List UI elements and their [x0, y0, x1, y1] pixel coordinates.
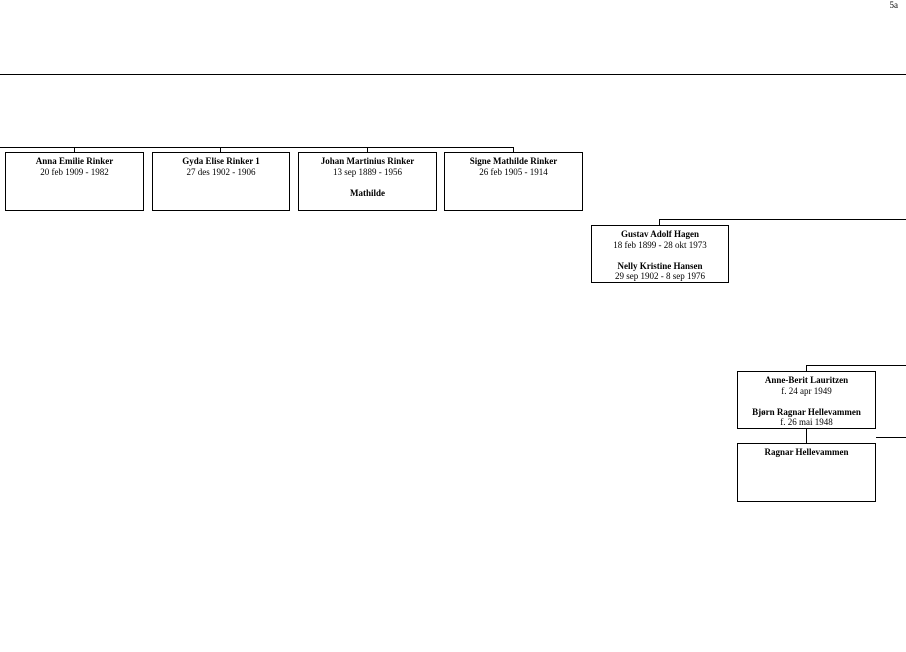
person-box-johan[interactable]: Johan Martinius Rinker 13 sep 1889 - 195…	[298, 152, 437, 211]
person-dates: 18 feb 1899 - 28 okt 1973	[613, 239, 707, 250]
anneberit-drop	[806, 365, 807, 371]
person-name: Ragnar Hellevammen	[764, 447, 849, 457]
person-dates: 26 feb 1905 - 1914	[479, 166, 548, 177]
header-divider	[0, 74, 906, 75]
person-name: Anne-Berit Lauritzen	[764, 375, 849, 385]
person-dates: 13 sep 1889 - 1956	[333, 166, 402, 177]
sibling-connector	[0, 147, 514, 148]
connector-gyda	[220, 147, 221, 152]
spouse-dates: f. 26 mai 1948	[780, 417, 833, 427]
descendant-connector	[876, 437, 906, 438]
person-name: Signe Mathilde Rinker	[469, 156, 558, 166]
gustav-connector	[659, 219, 906, 220]
person-dates: 27 des 1902 - 1906	[186, 166, 256, 177]
person-name: Gyda Elise Rinker 1	[182, 156, 260, 166]
spacer	[299, 177, 436, 188]
gustav-drop	[659, 219, 660, 225]
spouse-name: Bjørn Ragnar Hellevammen	[752, 406, 861, 417]
person-box-anneberit[interactable]: Anne-Berit Lauritzen f. 24 apr 1949 Bjør…	[737, 371, 876, 429]
connector-anna	[74, 147, 75, 152]
person-dates: f. 24 apr 1949	[781, 385, 832, 396]
anneberit-connector	[806, 365, 906, 366]
person-box-anna[interactable]: Anna Emilie Rinker 20 feb 1909 - 1982	[5, 152, 144, 211]
spacer	[738, 396, 875, 407]
person-box-gyda[interactable]: Gyda Elise Rinker 1 27 des 1902 - 1906	[152, 152, 290, 211]
person-name: Gustav Adolf Hagen	[620, 229, 699, 239]
ragnar-drop	[806, 428, 807, 443]
person-dates: 20 feb 1909 - 1982	[40, 166, 109, 177]
person-box-gustav[interactable]: Gustav Adolf Hagen 18 feb 1899 - 28 okt …	[591, 225, 729, 283]
person-name: Anna Emilie Rinker	[35, 156, 114, 166]
spacer	[592, 250, 728, 261]
page-number: 5a	[889, 0, 899, 10]
spouse-name: Nelly Kristine Hansen	[617, 260, 703, 271]
spouse-dates: 29 sep 1902 - 8 sep 1976	[615, 271, 705, 281]
person-box-ragnar[interactable]: Ragnar Hellevammen	[737, 443, 876, 502]
connector-signe	[513, 147, 514, 152]
connector-johan	[367, 147, 368, 152]
person-name: Johan Martinius Rinker	[320, 156, 415, 166]
person-box-signe[interactable]: Signe Mathilde Rinker 26 feb 1905 - 1914	[444, 152, 583, 211]
spouse-name: Mathilde	[350, 187, 385, 198]
